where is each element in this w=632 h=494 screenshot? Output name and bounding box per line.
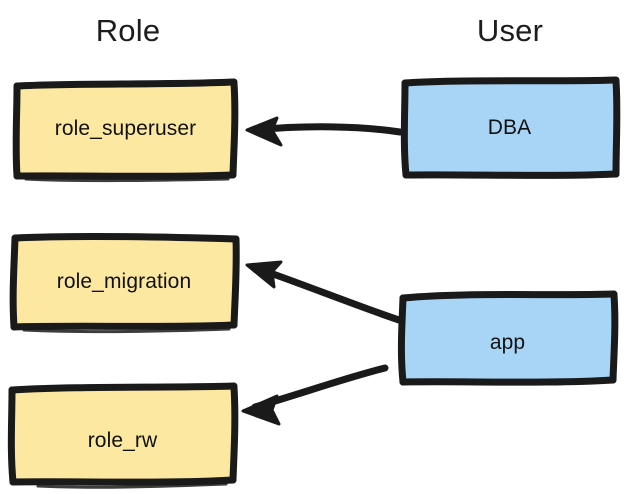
column-header-role: Role	[95, 13, 161, 48]
node-label: role_superuser	[54, 117, 197, 140]
node-sketch-frame	[7, 382, 239, 489]
node-sketch-frame	[400, 76, 621, 179]
arrowhead	[241, 394, 281, 426]
edge-app-to-role-migration	[245, 260, 403, 324]
node-label: role_rw	[87, 429, 158, 452]
node-role-migration[interactable]: role_migration	[9, 232, 240, 334]
node-sketch-frame	[9, 232, 240, 334]
node-label: DBA	[487, 116, 532, 139]
node-user-dba[interactable]: DBA	[400, 76, 621, 179]
node-role-rw[interactable]: role_rw	[7, 382, 239, 489]
arrowhead	[245, 260, 283, 289]
node-user-app[interactable]: app	[397, 290, 619, 386]
column-header-user: User	[476, 13, 544, 48]
edge-app-to-role-rw	[241, 364, 389, 426]
node-sketch-frame	[12, 78, 239, 183]
node-role-superuser[interactable]: role_superuser	[12, 78, 239, 183]
node-label: app	[489, 330, 526, 354]
node-label: role_migration	[56, 269, 192, 293]
arrowhead	[245, 116, 283, 147]
edge-dba-to-role-superuser	[245, 116, 404, 147]
node-sketch-frame	[397, 290, 619, 386]
